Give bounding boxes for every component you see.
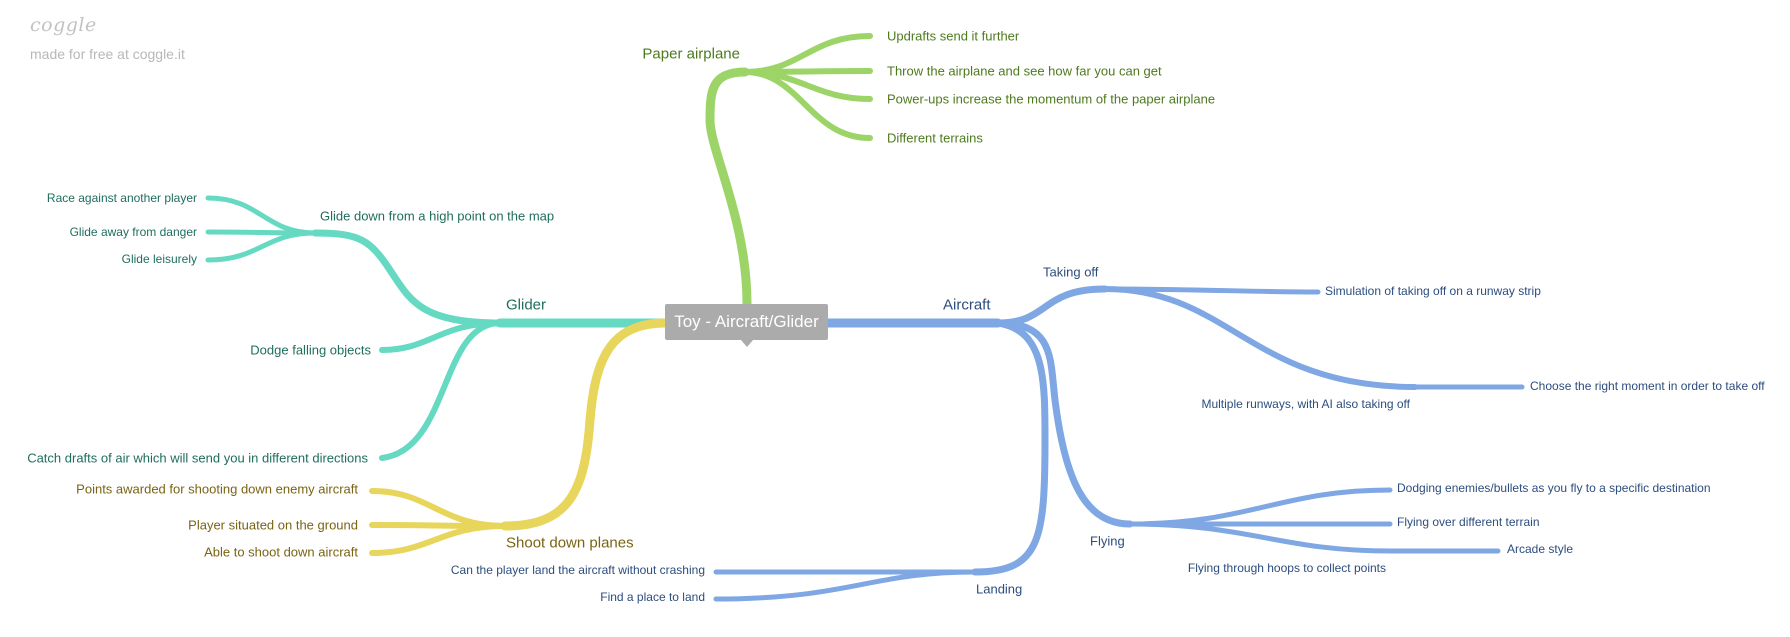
paper-airplane-trunk bbox=[705, 67, 752, 309]
glider-branch-lines bbox=[205, 195, 670, 461]
drafts-link bbox=[379, 320, 503, 461]
paper-airplane-child-2[interactable]: Throw the airplane and see how far you c… bbox=[887, 63, 1162, 79]
root-node[interactable]: Toy - Aircraft/Glider bbox=[665, 304, 828, 347]
shoot-child-2[interactable]: Player situated on the ground bbox=[188, 517, 358, 533]
hoops-link bbox=[1127, 521, 1393, 554]
glide-down-child-3[interactable]: Glide leisurely bbox=[121, 252, 197, 266]
aircraft-branch-lines bbox=[713, 285, 1525, 602]
root-label: Toy - Aircraft/Glider bbox=[674, 312, 819, 331]
dodging-node[interactable]: Dodging enemies/bullets as you fly to a … bbox=[1397, 481, 1711, 495]
dodge-node[interactable]: Dodge falling objects bbox=[250, 342, 371, 358]
landing-link bbox=[971, 319, 1049, 576]
aircraft-node[interactable]: Aircraft bbox=[943, 296, 991, 314]
shoot-branch-lines bbox=[369, 318, 670, 556]
terrain-node[interactable]: Flying over different terrain bbox=[1397, 515, 1540, 529]
paper-airplane-child-3[interactable]: Power-ups increase the momentum of the p… bbox=[887, 91, 1216, 107]
land-without-crashing-node[interactable]: Can the player land the aircraft without… bbox=[450, 563, 705, 577]
shoot-down-planes-node[interactable]: Shoot down planes bbox=[506, 534, 634, 552]
multiple-runways-link bbox=[1102, 286, 1418, 390]
shoot-child-link-3 bbox=[369, 523, 508, 556]
dodge-link bbox=[379, 320, 503, 353]
glide-down-child-link-1 bbox=[205, 195, 318, 236]
arcade-node[interactable]: Arcade style bbox=[1507, 542, 1574, 556]
glide-down-child-1[interactable]: Race against another player bbox=[46, 191, 197, 205]
find-place-node[interactable]: Find a place to land bbox=[600, 590, 705, 604]
multiple-runways-node[interactable]: Multiple runways, with AI also taking of… bbox=[1201, 397, 1410, 411]
paper-airplane-child-4[interactable]: Different terrains bbox=[887, 130, 983, 146]
shoot-child-link-1 bbox=[369, 488, 508, 529]
hoops-node[interactable]: Flying through hoops to collect points bbox=[1187, 561, 1386, 575]
brand-tagline[interactable]: made for free at coggle.it bbox=[30, 46, 185, 62]
paper-airplane-link-4 bbox=[742, 69, 873, 141]
glide-down-child-link-3 bbox=[205, 230, 318, 263]
glide-down-node[interactable]: Glide down from a high point on the map bbox=[320, 208, 555, 224]
find-place-link bbox=[713, 569, 978, 602]
choose-moment-node[interactable]: Choose the right moment in order to take… bbox=[1530, 379, 1765, 393]
shoot-child-3[interactable]: Able to shoot down aircraft bbox=[204, 544, 358, 560]
shoot-child-1[interactable]: Points awarded for shooting down enemy a… bbox=[76, 481, 358, 497]
paper-airplane-child-1[interactable]: Updrafts send it further bbox=[887, 28, 1020, 44]
glider-node[interactable]: Glider bbox=[506, 296, 547, 314]
flying-node[interactable]: Flying bbox=[1090, 533, 1125, 549]
paper-airplane-link-1 bbox=[742, 33, 873, 75]
taking-off-link bbox=[994, 285, 1109, 327]
dodging-link bbox=[1127, 487, 1393, 527]
landing-node[interactable]: Landing bbox=[976, 581, 1023, 597]
paper-airplane-branch-lines bbox=[705, 33, 873, 309]
simulation-node[interactable]: Simulation of taking off on a runway str… bbox=[1325, 284, 1541, 298]
drafts-node[interactable]: Catch drafts of air which will send you … bbox=[27, 450, 368, 466]
flying-link bbox=[994, 319, 1134, 528]
glide-down-child-2[interactable]: Glide away from danger bbox=[69, 225, 197, 239]
coggle-logo: coggle bbox=[30, 14, 97, 36]
paper-airplane-node[interactable]: Paper airplane bbox=[642, 45, 740, 63]
taking-off-node[interactable]: Taking off bbox=[1043, 264, 1099, 280]
glide-down-link bbox=[311, 229, 504, 327]
shoot-trunk bbox=[500, 318, 670, 531]
